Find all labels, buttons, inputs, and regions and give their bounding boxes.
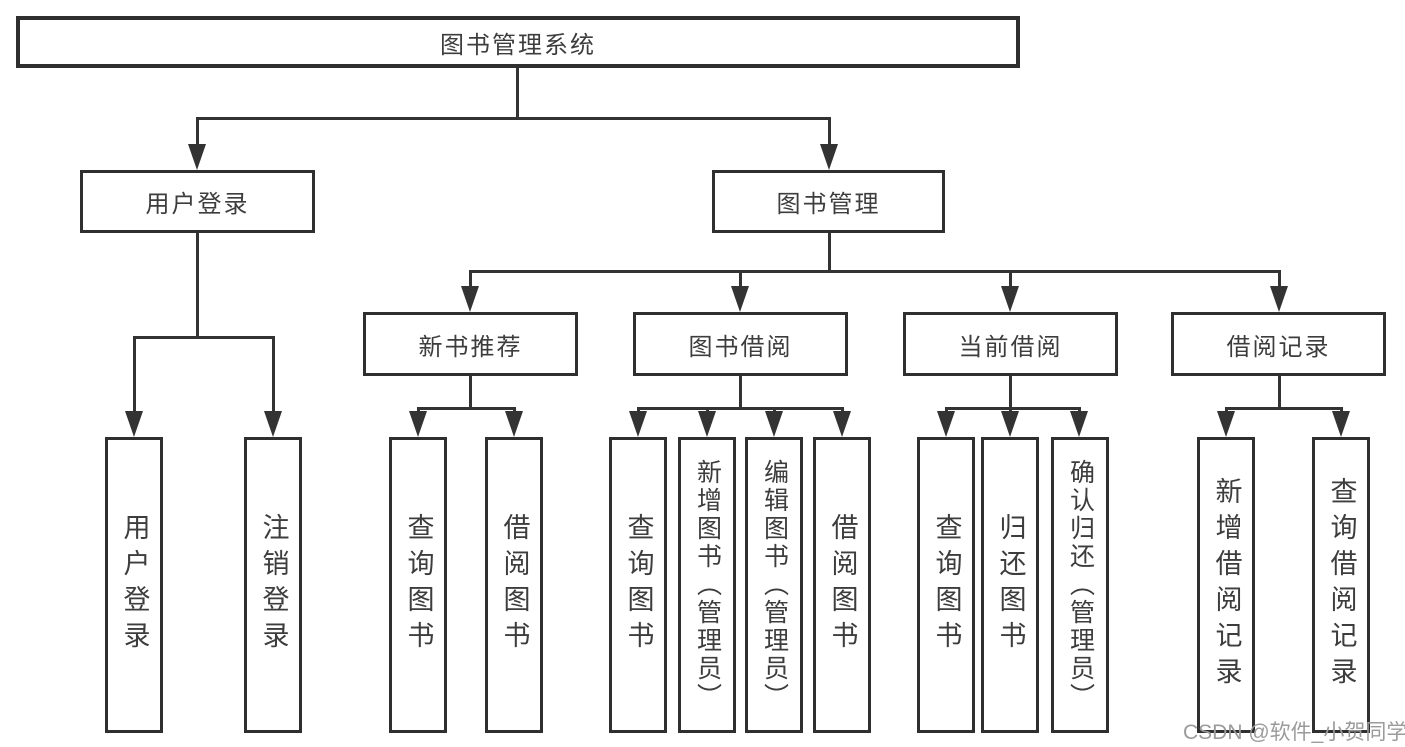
- leaf-query-books-recommend: 查询图书: [389, 437, 447, 733]
- connector-bus-user-login: [133, 336, 274, 339]
- leaf-query-borrow-record: 查询借阅记录: [1312, 437, 1370, 733]
- connector-drop-book-management: [828, 117, 831, 148]
- connector-root-stub: [516, 68, 519, 117]
- node-user-login: 用户登录: [80, 170, 315, 233]
- connector-drop-current: [1009, 270, 1012, 288]
- arrowhead-recommend: [461, 286, 479, 312]
- arrowhead-recd-add: [1217, 411, 1235, 437]
- connector-records-stub: [1278, 376, 1281, 407]
- leaf-user-login: 用户登录: [105, 437, 163, 733]
- node-library-management-system: 图书管理系统: [16, 16, 1020, 68]
- leaf-add-books-admin: 新增图书（管理员）: [678, 437, 736, 733]
- connector-drop-cur-query: [945, 407, 948, 413]
- connector-drop-user-login: [196, 117, 199, 148]
- connector-drop-bor-query: [637, 407, 640, 413]
- leaf-logout: 注销登录: [244, 437, 302, 733]
- leaf-borrow-books-recommend: 借阅图书: [485, 437, 543, 733]
- arrowhead-bor-add: [698, 411, 716, 437]
- arrowhead-records: [1270, 286, 1288, 312]
- arrowhead-leaf-login: [125, 411, 143, 437]
- arrowhead-borrowing: [731, 286, 749, 312]
- arrowhead-cur-confirm: [1070, 411, 1088, 437]
- csdn-watermark: CSDN @软件_小贺同学: [1183, 721, 1405, 744]
- connector-drop-bor-add: [706, 407, 709, 413]
- arrowhead-bor-borrow: [833, 411, 851, 437]
- connector-drop-cur-return: [1009, 407, 1012, 413]
- node-book-borrowing: 图书借阅: [633, 312, 848, 376]
- arrowhead-cur-query: [937, 411, 955, 437]
- arrowhead-bor-edit: [765, 411, 783, 437]
- leaf-query-books-borrowing: 查询图书: [609, 437, 667, 733]
- connector-book-management-stub: [828, 233, 831, 270]
- connector-recommend-stub: [469, 376, 472, 407]
- leaf-borrow-books: 借阅图书: [813, 437, 871, 733]
- connector-drop-recd-add: [1225, 407, 1228, 413]
- connector-drop-records: [1278, 270, 1281, 288]
- connector-borrowing-stub: [739, 376, 742, 407]
- arrowhead-cur-return: [1001, 411, 1019, 437]
- leaf-confirm-return-admin: 确认归还（管理员）: [1051, 437, 1109, 733]
- arrowhead-rec-query: [409, 411, 427, 437]
- arrowhead-rec-borrow: [505, 411, 523, 437]
- node-current-borrowing: 当前借阅: [903, 312, 1118, 376]
- arrowhead-current: [1001, 286, 1019, 312]
- connector-drop-borrowing: [739, 270, 742, 288]
- arrowhead-leaf-logout: [264, 411, 282, 437]
- arrowhead-book-management: [820, 144, 838, 170]
- connector-user-login-stub: [196, 233, 199, 336]
- node-book-management: 图书管理: [712, 170, 945, 233]
- leaf-return-books: 归还图书: [981, 437, 1039, 733]
- connector-drop-bor-borrow: [841, 407, 844, 413]
- connector-bus-level3: [469, 270, 1280, 273]
- connector-bus-borrowing: [637, 407, 843, 410]
- leaf-add-borrow-record: 新增借阅记录: [1197, 437, 1255, 733]
- connector-current-stub: [1009, 376, 1012, 407]
- connector-drop-leaf-login: [133, 336, 136, 413]
- leaf-query-books-current: 查询图书: [917, 437, 975, 733]
- arrowhead-user-login: [188, 144, 206, 170]
- connector-drop-recd-query: [1340, 407, 1343, 413]
- connector-bus-recommend: [417, 407, 515, 410]
- arrowhead-recd-query: [1332, 411, 1350, 437]
- leaf-edit-books-admin: 编辑图书（管理员）: [745, 437, 803, 733]
- connector-drop-rec-query: [417, 407, 420, 413]
- node-borrowing-records: 借阅记录: [1171, 312, 1386, 376]
- connector-drop-cur-confirm: [1078, 407, 1081, 413]
- connector-bus-records: [1225, 407, 1342, 410]
- connector-drop-rec-borrow: [513, 407, 516, 413]
- connector-drop-recommend: [469, 270, 472, 288]
- connector-drop-bor-edit: [773, 407, 776, 413]
- connector-bus-level2: [196, 117, 830, 120]
- node-new-book-recommendation: 新书推荐: [363, 312, 578, 376]
- connector-drop-leaf-logout: [272, 336, 275, 413]
- connector-bus-current: [945, 407, 1081, 410]
- arrowhead-bor-query: [629, 411, 647, 437]
